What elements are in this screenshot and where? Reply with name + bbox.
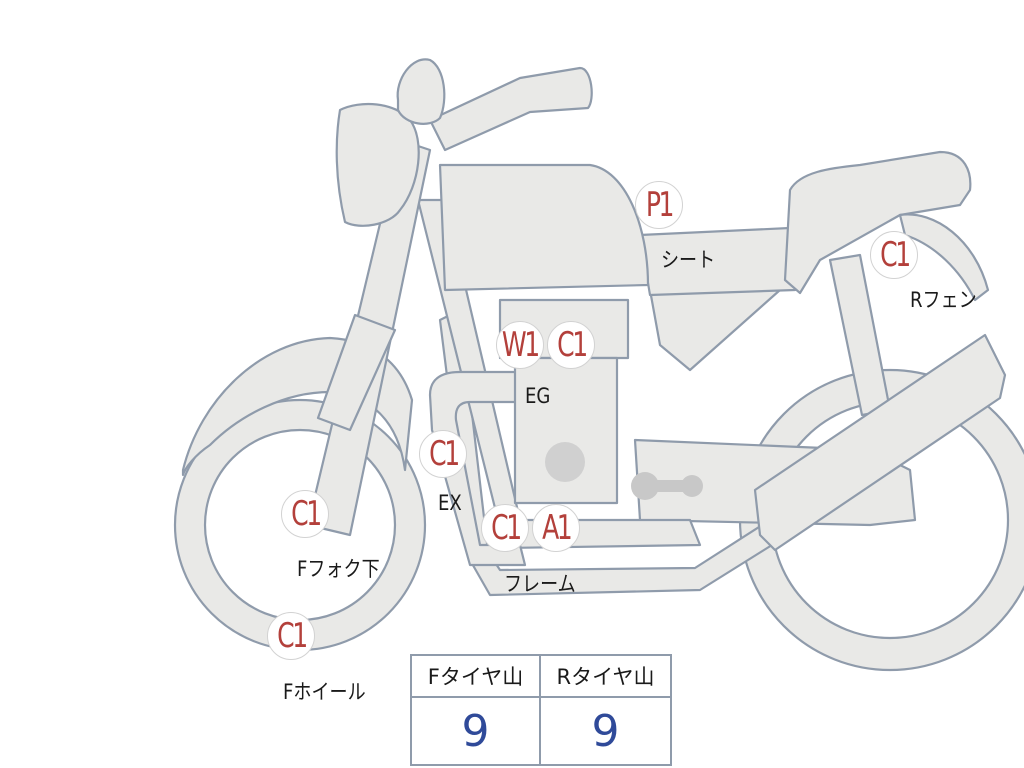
rear-fender <box>898 213 990 302</box>
frame-a1-badge: A1 <box>532 504 580 552</box>
fork-guard <box>316 313 397 432</box>
exhaust-c1-badge: C1 <box>419 430 467 478</box>
front-tire-header: Fタイヤ山 <box>412 656 541 698</box>
tire-tread-table: Fタイヤ山 Rタイヤ山 9 9 <box>410 654 672 766</box>
seat <box>783 150 972 295</box>
fork-c1-badge: C1 <box>281 490 329 538</box>
seat-label: シート <box>661 248 716 272</box>
exhaust-pipe <box>428 370 527 567</box>
wheel-c1-badge: C1 <box>267 612 315 660</box>
engine-c1-text: C1 <box>556 325 588 365</box>
rear-tire-header: Rタイヤ山 <box>541 656 670 698</box>
engine-label: EG <box>525 384 551 408</box>
rear-fender-label: Rフェン <box>910 288 977 312</box>
fuel-tank <box>438 163 650 292</box>
front-tire-value: 9 <box>412 698 541 764</box>
engine-w1-badge: W1 <box>496 321 544 369</box>
frame-c1-badge: C1 <box>481 504 529 552</box>
frame-c1-text: C1 <box>490 508 522 548</box>
rear-tire-value: 9 <box>591 705 620 757</box>
frame-label: フレーム <box>504 572 576 596</box>
footpeg <box>631 472 703 500</box>
fork-c1-text: C1 <box>290 494 322 534</box>
engine-w1-text: W1 <box>502 325 540 365</box>
rfender-c1-badge: C1 <box>870 231 918 279</box>
handlebar <box>428 66 593 152</box>
wheel-c1-text: C1 <box>276 616 308 656</box>
meter <box>396 58 446 125</box>
muffler <box>753 333 1007 552</box>
front-fork-lower-label: Fフォク下 <box>297 557 380 581</box>
side-cover <box>648 288 782 372</box>
exhaust-c1-text: C1 <box>428 434 460 474</box>
exhaust-label: EX <box>438 491 462 515</box>
engine-c1-badge: C1 <box>547 321 595 369</box>
frame-a1-text: A1 <box>541 508 573 548</box>
rfender-c1-text: C1 <box>879 235 911 275</box>
seat-p1-badge: P1 <box>635 181 683 229</box>
seat-p1-text: P1 <box>645 185 675 225</box>
front-wheel-label: Fホイール <box>283 680 366 704</box>
